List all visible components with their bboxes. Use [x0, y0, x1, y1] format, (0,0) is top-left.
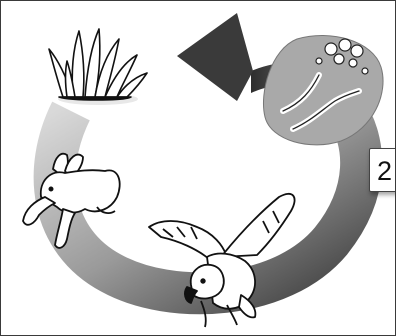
step-number-badge: 2: [369, 148, 396, 192]
grass-icon: [49, 29, 147, 105]
